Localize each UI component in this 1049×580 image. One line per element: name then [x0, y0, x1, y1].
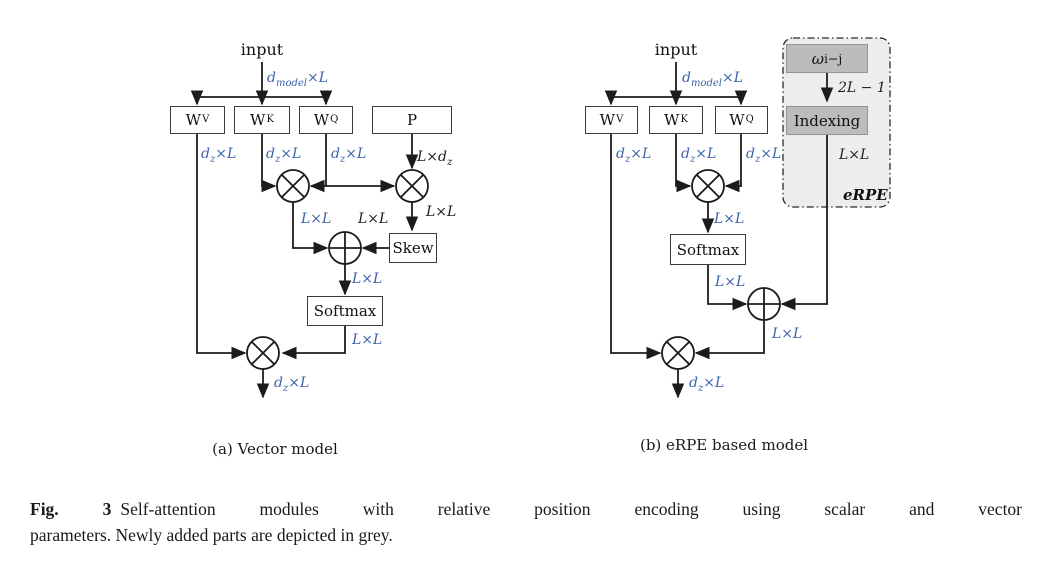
edge-k-matmul-a [261, 134, 277, 193]
diagram-b-edges [604, 62, 834, 399]
dim-dz-k-a: dz×L [266, 146, 302, 165]
dim-dz-out-b: dz×L [689, 375, 725, 394]
dim-dz-v-a: dz×L [201, 146, 237, 165]
dim-ll-qk-a: L×L [301, 211, 332, 227]
edge-qk-add-a [292, 202, 329, 255]
dim-ll-softmax-out-b: L×L [715, 274, 746, 290]
edge-k-matmul-b [675, 134, 692, 193]
dim-ll-add-out-a: L×L [352, 271, 383, 287]
skew-box-a: Skew [389, 233, 437, 263]
dim-dz-q-b: dz×L [746, 146, 782, 165]
edge-indexing-add-b [780, 135, 828, 311]
dim-dz-k-b: dz×L [681, 146, 717, 165]
edge-softmax-matmul-a [281, 326, 346, 360]
dim-ll-add-out-b: L×L [772, 326, 803, 342]
dim-dmodel-a: dmodel×L [267, 70, 329, 89]
dim-dz-out-a: dz×L [274, 375, 310, 394]
dim-ll-qk-b: L×L [714, 211, 745, 227]
dim-2l-minus-1-b: 2L − 1 [838, 80, 886, 96]
input-label-b: input [654, 40, 698, 59]
dim-dmodel-b: dmodel×L [682, 70, 744, 89]
softmax-box-b: Softmax [670, 234, 746, 265]
subcaption-a: (a) Vector model [212, 440, 338, 458]
diagram-a-edges [190, 62, 419, 399]
p-box-a: P [372, 106, 452, 134]
edge-q-matmul-b [724, 134, 742, 193]
caption-line-2: parameters. Newly added parts are depict… [30, 525, 393, 545]
dim-dz-q-a: dz×L [331, 146, 367, 165]
diagram-a-nodes [246, 169, 429, 370]
dim-dz-v-b: dz×L [616, 146, 652, 165]
subcaption-b: (b) eRPE based model [639, 436, 809, 454]
softmax-box-a: Softmax [307, 296, 383, 326]
edge-add-matmul-b [694, 320, 765, 360]
indexing-box-b: Indexing [786, 106, 868, 135]
caption-tag: Fig. 3 [30, 499, 112, 519]
input-label-a: input [240, 40, 284, 59]
edge-v-matmul-b [610, 134, 662, 360]
dim-ll-indexing-b: L×L [839, 147, 870, 163]
dim-l-dz-a: L×dz [417, 149, 453, 168]
edge-v-matmul-a [196, 134, 247, 360]
dim-ll-softmax-out-a: L×L [352, 332, 383, 348]
erpe-label: eRPE [843, 186, 888, 204]
diagram-b-nodes [661, 169, 781, 370]
dim-ll-p-skew-a: L×L [426, 204, 457, 220]
dim-ll-skew-out-a: L×L [358, 211, 389, 227]
edge-softmax-add-b [707, 265, 748, 311]
